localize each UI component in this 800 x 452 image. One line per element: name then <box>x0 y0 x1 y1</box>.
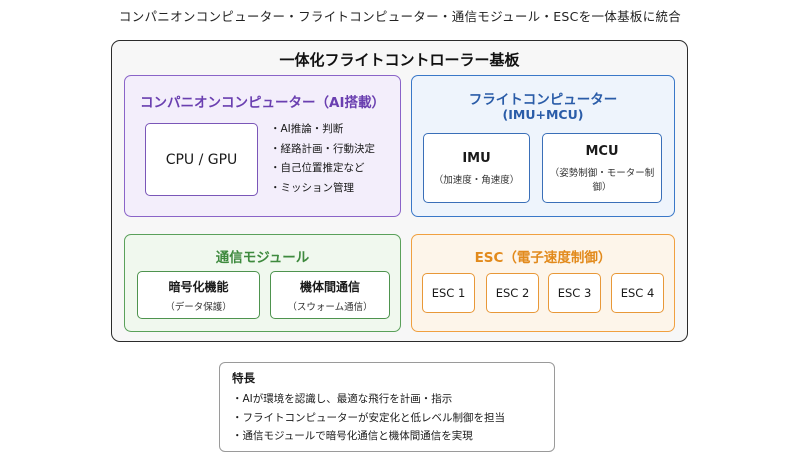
esc-title: ESC（電子速度制御） <box>474 250 612 266</box>
esc-unit-box: ESC 1 <box>422 273 475 313</box>
esc-unit-box: ESC 3 <box>548 273 601 313</box>
inter-unit-comm-box: 機体間通信 （スウォーム通信） <box>270 271 390 319</box>
imu-label: IMU <box>462 150 491 166</box>
esc-unit-box: ESC 4 <box>611 273 664 313</box>
mcu-description: （姿勢制御・モーター制御） <box>549 167 655 193</box>
companion-computer-title: コンパニオンコンピューター（AI搭載） <box>140 95 385 111</box>
cpu-gpu-box: CPU / GPU <box>145 123 258 196</box>
feature-item: ・AIが環境を認識し、最適な飛行を計画・指示 <box>232 393 453 405</box>
esc-unit-label: ESC 1 <box>431 286 466 300</box>
esc-unit-label: ESC 4 <box>620 286 655 300</box>
feature-item: ・通信モジュールで暗号化通信と機体間通信を実現 <box>232 430 473 442</box>
list-item: ・AI推論・判断 <box>270 123 344 135</box>
communication-module-title: 通信モジュール <box>215 250 310 266</box>
feature-item: ・フライトコンピューターが安定化と低レベル制御を担当 <box>232 411 505 424</box>
list-item: ・経路計画・行動決定 <box>270 142 375 155</box>
flight-computer-subtitle: (IMU+MCU) <box>502 107 584 122</box>
board-title: 一体化フライトコントローラー基板 <box>279 51 520 69</box>
imu-box: IMU （加速度・角速度） <box>423 133 530 203</box>
list-item: ・自己位置推定など <box>270 162 365 174</box>
features-list: ・AIが環境を認識し、最適な飛行を計画・指示 ・フライトコンピューターが安定化と… <box>232 390 505 446</box>
mcu-label: MCU <box>585 143 619 159</box>
encryption-description: （データ保護） <box>165 301 232 313</box>
list-item: ・ミッション管理 <box>270 181 354 194</box>
cpu-gpu-label: CPU / GPU <box>165 151 238 168</box>
esc-unit-label: ESC 3 <box>557 286 592 300</box>
esc-unit-label: ESC 2 <box>495 286 530 300</box>
encryption-label: 暗号化機能 <box>168 279 229 294</box>
features-title: 特長 <box>232 371 255 385</box>
companion-function-list: ・AI推論・判断 ・経路計画・行動決定 ・自己位置推定など ・ミッション管理 <box>270 120 400 198</box>
features-box: 特長 ・AIが環境を認識し、最適な飛行を計画・指示 ・フライトコンピューターが安… <box>219 362 555 452</box>
mcu-box: MCU （姿勢制御・モーター制御） <box>542 133 662 203</box>
esc-unit-box: ESC 2 <box>486 273 539 313</box>
imu-description: （加速度・角速度） <box>433 174 520 186</box>
encryption-box: 暗号化機能 （データ保護） <box>137 271 260 319</box>
inter-unit-comm-label: 機体間通信 <box>299 279 360 294</box>
inter-unit-comm-description: （スウォーム通信） <box>287 301 373 313</box>
flight-computer-title: フライトコンピューター <box>468 92 618 108</box>
diagram-caption: コンパニオンコンピューター・フライトコンピューター・通信モジュール・ESCを一体… <box>118 9 682 24</box>
